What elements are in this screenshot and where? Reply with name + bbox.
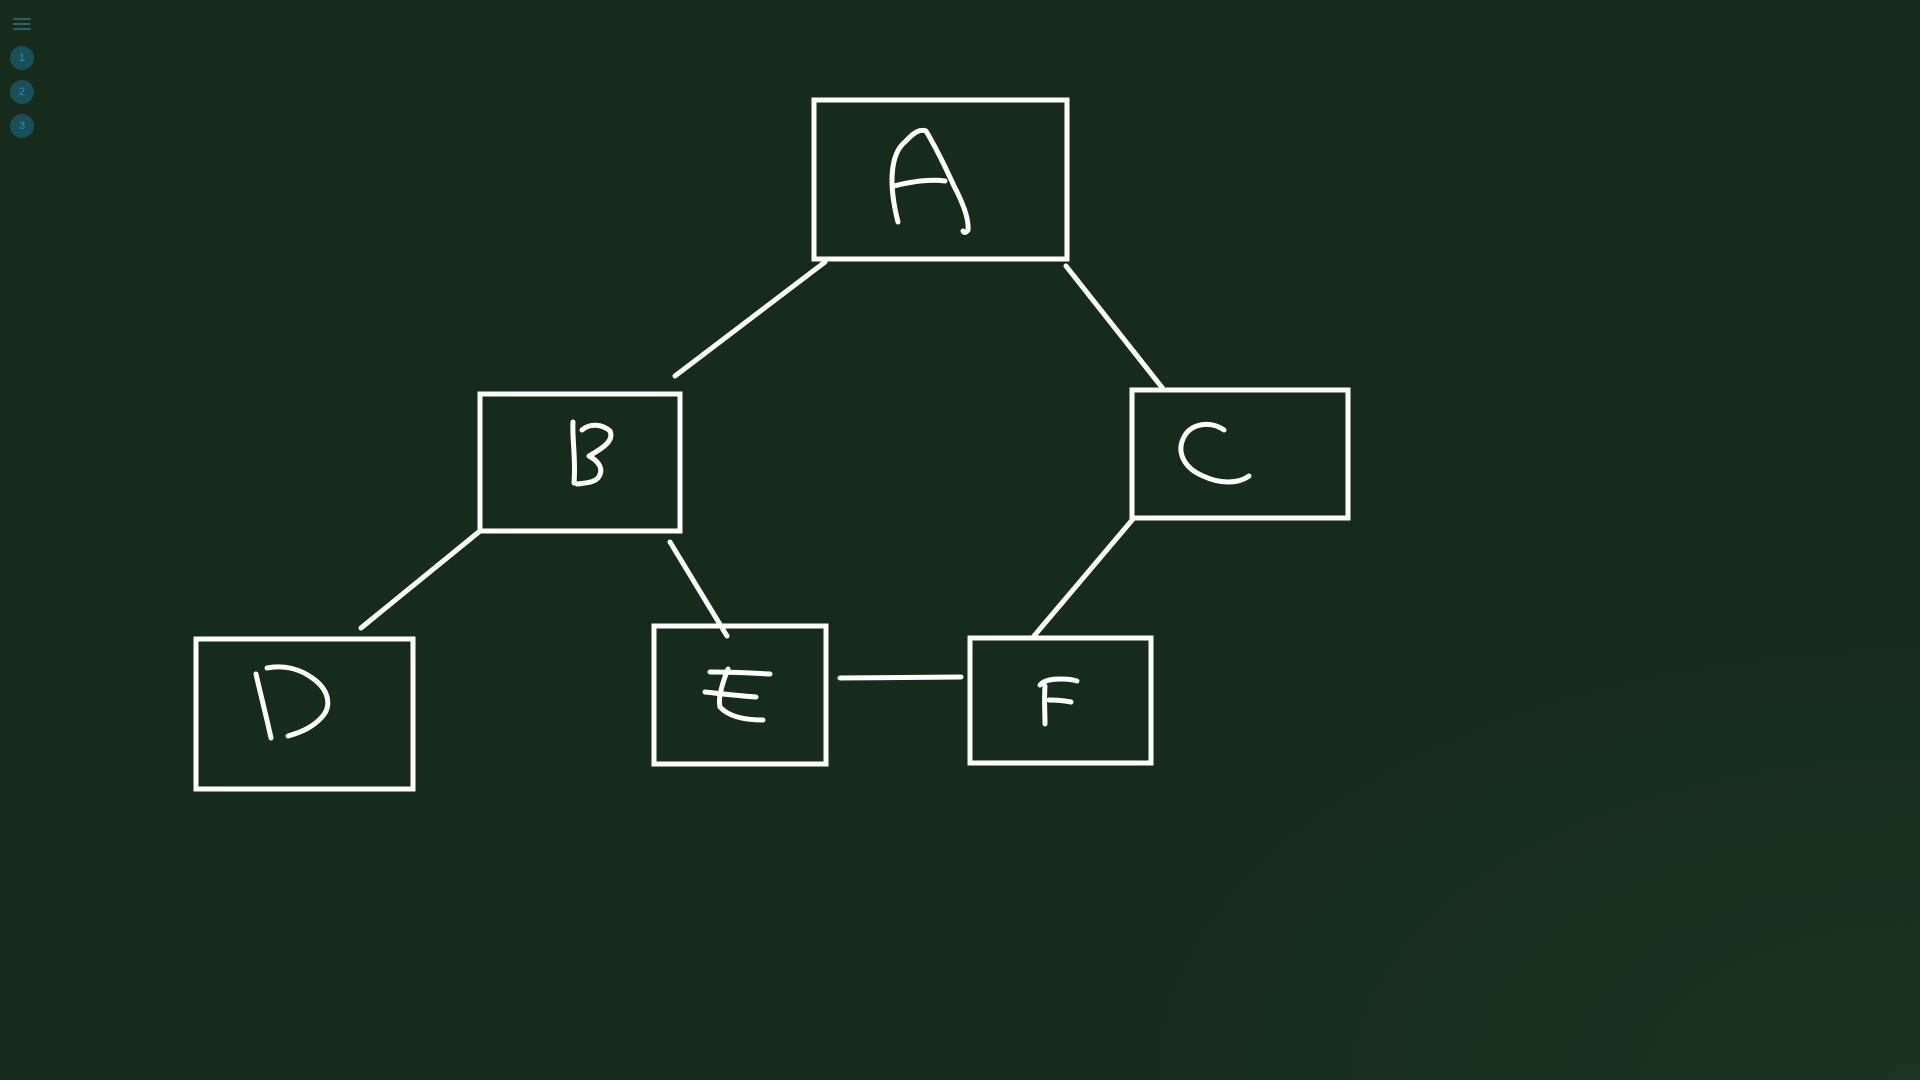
node-e-box[interactable]: [651, 623, 829, 767]
edge-c-f[interactable]: [1031, 516, 1136, 639]
page-button-1[interactable]: 1: [10, 46, 34, 70]
page-button-3[interactable]: 3: [10, 114, 34, 138]
node-a[interactable]: [811, 97, 1070, 262]
node-f-box[interactable]: [967, 635, 1154, 766]
node-c[interactable]: [1129, 387, 1351, 521]
node-b-box[interactable]: [477, 391, 683, 534]
left-toolbar: 1 2 3: [10, 12, 34, 138]
node-d-box[interactable]: [193, 636, 416, 792]
node-c-box[interactable]: [1129, 387, 1351, 521]
node-b-letter: [570, 419, 614, 487]
page-button-2[interactable]: 2: [10, 80, 34, 104]
node-e[interactable]: [651, 623, 829, 767]
edge-e-f[interactable]: [837, 674, 964, 681]
edge-b-d[interactable]: [358, 528, 483, 631]
hamburger-menu-icon: [13, 18, 31, 30]
node-f[interactable]: [967, 635, 1154, 766]
node-d[interactable]: [193, 636, 416, 792]
edge-b-e[interactable]: [667, 539, 730, 639]
edge-a-c[interactable]: [1063, 263, 1167, 393]
node-a-letter: [889, 127, 971, 235]
menu-button[interactable]: [10, 12, 34, 36]
node-c-letter: [1178, 421, 1252, 485]
node-d-letter: [253, 664, 331, 741]
edge-a-b[interactable]: [672, 259, 828, 379]
node-b[interactable]: [477, 391, 683, 534]
node-e-letter: [702, 666, 773, 723]
node-f-letter: [1037, 676, 1080, 727]
node-a-box[interactable]: [811, 97, 1070, 262]
